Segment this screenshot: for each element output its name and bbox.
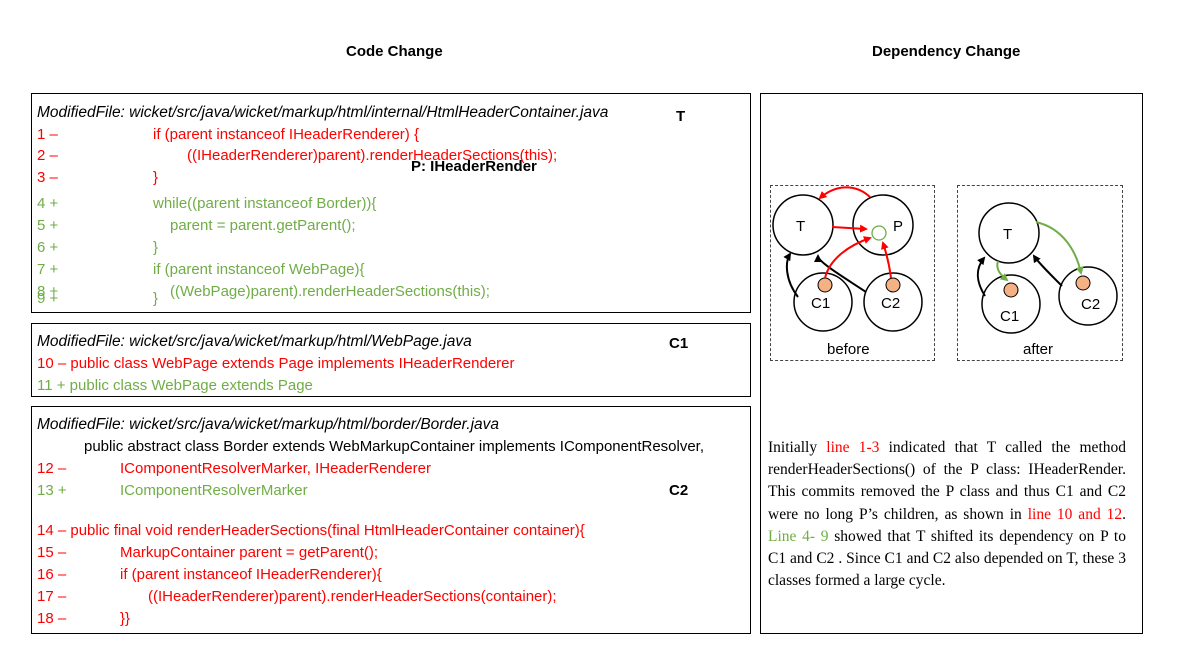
code-line: ((IHeaderRenderer)parent).renderHeaderSe… — [148, 588, 557, 605]
file-tag-c1: C1 — [669, 335, 689, 352]
code-line: } — [153, 239, 159, 256]
line-num: 12 – — [37, 460, 67, 477]
code-line: IComponentResolverMarker — [120, 482, 308, 499]
desc-part: indicated that T called the method rende… — [768, 439, 1126, 523]
file-tag-t: T — [676, 108, 686, 125]
desc-part: showed that T shifted its dependency on … — [768, 527, 1126, 590]
line-num: 4 + — [37, 195, 59, 212]
code-line: ((IHeaderRenderer)parent).renderHeaderSe… — [187, 147, 558, 164]
desc-highlight-removed: line 10 and 12 — [1027, 505, 1123, 523]
line-num: 6 + — [37, 239, 59, 256]
line-num: 5 + — [37, 217, 59, 234]
desc-highlight-removed: line 1-3 — [826, 439, 880, 456]
file-box-border — [31, 406, 751, 634]
file-tag-c2: C2 — [669, 482, 689, 499]
line-num: 9 + — [37, 290, 59, 307]
code-line: } — [153, 169, 159, 186]
line-num: 3 – — [37, 169, 58, 186]
desc-part: . — [1122, 505, 1126, 523]
line-num: 13 + — [37, 482, 67, 499]
code-line: ((WebPage)parent).renderHeaderSections(t… — [170, 283, 490, 300]
line-num: 1 – — [37, 126, 58, 143]
file-path: ModifiedFile: wicket/src/java/wicket/mar… — [37, 104, 609, 121]
desc-highlight-added: Line 4- 9 — [768, 527, 829, 545]
code-line: while((parent instanceof Border)){ — [153, 195, 377, 212]
code-change-title: Code Change — [346, 43, 443, 60]
code-line: parent = parent.getParent(); — [170, 217, 356, 234]
line-num: 2 – — [37, 147, 58, 164]
code-line: if (parent instanceof IHeaderRenderer) { — [153, 126, 419, 143]
after-diagram-box — [957, 185, 1123, 361]
file-box-webpage — [31, 323, 751, 397]
line-num: 17 – — [37, 588, 67, 605]
description-text: Initially line 1-3 indicated that T call… — [768, 437, 1126, 592]
p-class-label: P: IHeaderRender — [411, 158, 537, 175]
line-num: 7 + — [37, 261, 59, 278]
code-line: IComponentResolverMarker, IHeaderRendere… — [120, 460, 431, 477]
code-line: if (parent instanceof IHeaderRenderer){ — [120, 566, 382, 583]
code-line: 11 + public class WebPage extends Page — [37, 377, 313, 394]
line-num: 8 + — [37, 283, 59, 300]
code-line: } — [153, 290, 159, 307]
before-diagram-box — [770, 185, 935, 361]
dependency-change-title: Dependency Change — [872, 43, 1021, 60]
code-line: 10 – public class WebPage extends Page i… — [37, 355, 515, 372]
code-line: }} — [120, 610, 131, 627]
code-line: if (parent instanceof WebPage){ — [153, 261, 365, 278]
file-path: ModifiedFile: wicket/src/java/wicket/mar… — [37, 416, 500, 433]
code-line: 14 – public final void renderHeaderSecti… — [37, 522, 585, 539]
line-num: 16 – — [37, 566, 67, 583]
file-path: ModifiedFile: wicket/src/java/wicket/mar… — [37, 333, 472, 350]
line-num: 15 – — [37, 544, 67, 561]
file-box-html-header-container — [31, 93, 751, 313]
code-line: public abstract class Border extends Web… — [84, 438, 705, 455]
desc-part: Initially — [768, 439, 827, 456]
code-line: MarkupContainer parent = getParent(); — [120, 544, 379, 561]
dependency-panel — [760, 93, 1143, 634]
line-num: 18 – — [37, 610, 67, 627]
